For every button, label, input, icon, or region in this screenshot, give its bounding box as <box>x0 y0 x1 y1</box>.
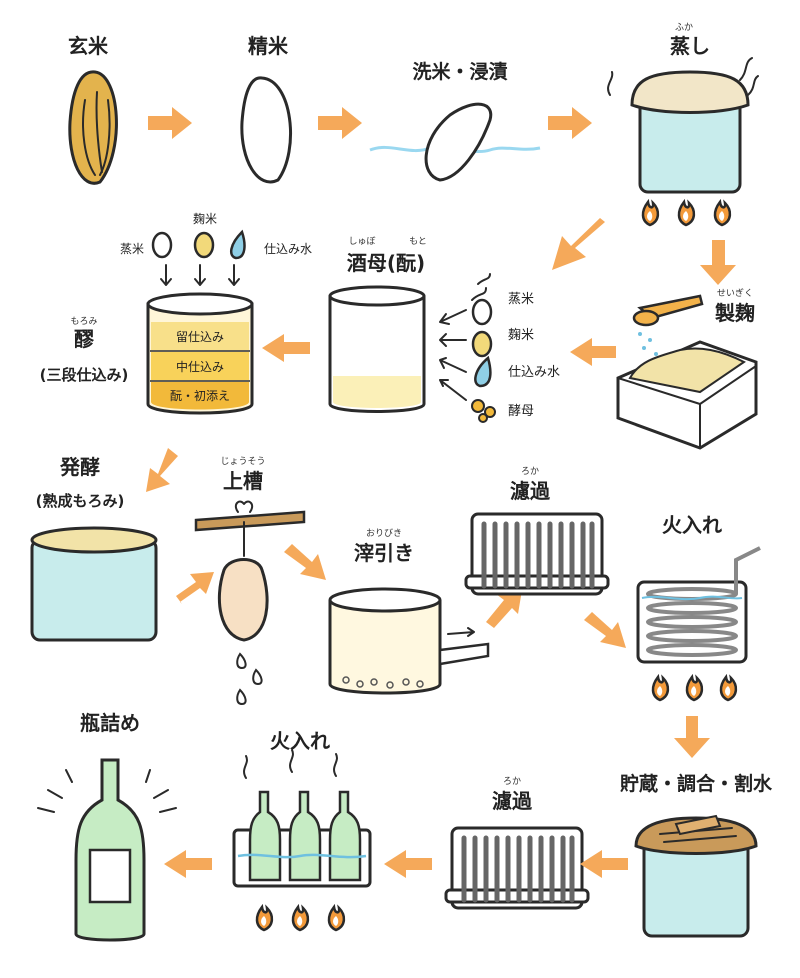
shubo-ruby1: しゅぼ <box>348 236 375 247</box>
arrow-to-hiire2 <box>384 850 432 878</box>
arrow-to-oribiki <box>284 544 326 580</box>
koji-making-icon <box>616 294 758 450</box>
moromi-ruby: もろみ <box>70 316 97 327</box>
oribiki-tank <box>328 587 490 695</box>
pressing-bag-icon <box>194 500 306 706</box>
polished-rice-icon <box>240 76 292 184</box>
joso-ruby: じょうそう <box>220 456 265 467</box>
fermentation-tank <box>30 526 158 642</box>
filter-rack-1 <box>466 514 608 594</box>
arrow-to-roka2 <box>580 850 628 878</box>
arrow-to-chozo <box>674 716 710 758</box>
hakko-sub: (熟成もろみ) <box>36 492 125 510</box>
moromi-sub: (三段仕込み) <box>40 366 129 384</box>
sake-bottle-icon <box>37 758 177 942</box>
layer-naka: 中仕込み <box>176 359 224 374</box>
shubo-label: 酒母(酛) <box>347 251 425 275</box>
hiire1-label: 火入れ <box>662 513 722 537</box>
seikiku-label: 製麹 <box>715 301 755 325</box>
oribiki-label: 滓引き <box>354 541 414 565</box>
shubo-glass <box>328 285 426 413</box>
hakko-label: 発酵 <box>59 455 100 479</box>
moromi-water-label: 仕込み水 <box>264 242 312 256</box>
brown-rice-icon <box>68 70 118 185</box>
arrow-to-binzume <box>164 850 212 878</box>
moromi-steamed-label: 蒸米 <box>120 242 144 256</box>
moromi-label: 醪 <box>74 327 95 351</box>
shubo-ingredients <box>439 273 496 423</box>
binzume-label: 瓶詰め <box>80 711 140 735</box>
arrow-to-joso <box>176 572 214 604</box>
roka1-label: 濾過 <box>510 479 551 503</box>
joso-label: 上槽 <box>223 469 263 493</box>
arrow-to-seikiku <box>700 240 736 285</box>
arrow-1 <box>148 107 192 139</box>
arrow-to-shubo <box>552 218 605 270</box>
moromi-tank <box>146 292 254 415</box>
arrow-to-hiire1 <box>584 612 626 648</box>
layer-hatsu: 酛・初添え <box>170 389 230 403</box>
roka2-ruby: ろか <box>503 776 521 787</box>
moromi-koji-label: 麹米 <box>193 211 217 226</box>
arrow-to-hakko <box>146 448 178 492</box>
filter-rack-2 <box>446 828 588 908</box>
seikiku-ruby: せいぎく <box>717 287 753 299</box>
chozo-label: 貯蔵・調合・割水 <box>620 772 773 795</box>
seimai-label: 精米 <box>248 34 289 58</box>
mushi-label: 蒸し <box>670 34 710 58</box>
shubo-water-label: 仕込み水 <box>508 365 560 380</box>
layer-tome: 留仕込み <box>176 330 224 344</box>
storage-tank <box>634 814 758 938</box>
hiire2-label: 火入れ <box>270 729 330 753</box>
arrow-seikiku-to-shubo <box>570 338 616 366</box>
shubo-koji-label: 麹米 <box>508 327 534 343</box>
bottle-pasteurizer <box>232 749 372 932</box>
moromi-ingredients-icons <box>151 229 246 286</box>
shubo-yeast-label: 酵母 <box>508 404 534 419</box>
arrow-3 <box>548 107 592 139</box>
roka1-ruby: ろか <box>521 466 539 477</box>
steamer-icon <box>607 57 759 227</box>
arrow-2 <box>318 107 362 139</box>
arrow-to-roka1 <box>486 590 522 628</box>
shubo-ruby2: もと <box>409 236 427 247</box>
senmai-label: 洗米・浸漬 <box>412 60 507 83</box>
arrow-shubo-to-moromi <box>262 334 310 362</box>
washing-rice-icon <box>369 102 541 182</box>
pasteurizer-coil <box>636 546 761 702</box>
roka2-label: 濾過 <box>492 789 533 813</box>
mushi-ruby: ふか <box>675 22 693 33</box>
oribiki-ruby: おりびき <box>366 528 402 539</box>
shubo-steamed-label: 蒸米 <box>508 292 534 307</box>
genmai-label: 玄米 <box>68 34 109 58</box>
